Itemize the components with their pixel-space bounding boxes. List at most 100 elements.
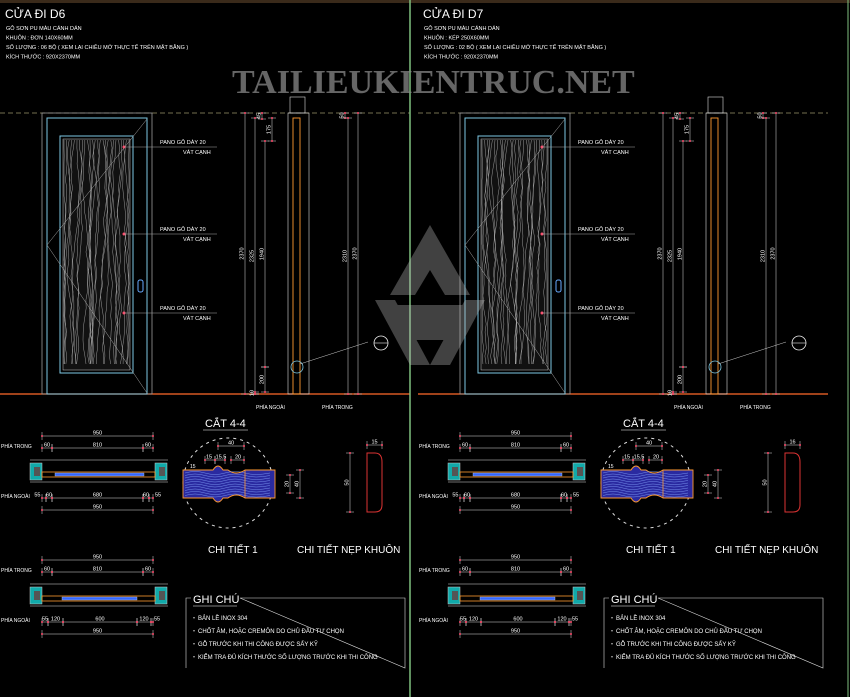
dimension-label: 40 xyxy=(713,481,719,487)
wood-grain xyxy=(494,139,504,365)
top-band xyxy=(0,0,850,3)
dimension-marker xyxy=(381,444,383,446)
dimension-marker xyxy=(244,393,246,395)
pano-sublabel: VÁT CẠNH xyxy=(601,315,629,322)
dimension-marker xyxy=(254,391,256,393)
dimension-label: 950 xyxy=(93,629,102,635)
dimension-label: 10 xyxy=(250,390,256,396)
dimension-marker xyxy=(217,445,219,447)
section-title: CẮT 4-4 xyxy=(623,417,664,430)
frame-trim-label: CHI TIẾT NẸP KHUÔN xyxy=(297,543,400,556)
dimension-marker xyxy=(244,112,246,114)
dimension-marker xyxy=(459,559,461,561)
dimension-marker xyxy=(554,621,556,623)
dimension-label: 60 xyxy=(563,567,569,573)
door-leaf xyxy=(464,117,566,395)
dimension-marker xyxy=(261,112,263,114)
dimension-label: 45 xyxy=(675,113,681,119)
dimension-marker xyxy=(762,112,764,114)
dimension-label: 55 xyxy=(155,493,161,499)
dimension-label: 20 xyxy=(653,455,659,461)
door-panel-border xyxy=(59,135,134,374)
wood-grain xyxy=(518,140,525,365)
pano-label: PANO GỖ DÀY 20 xyxy=(160,226,206,233)
dimension-marker xyxy=(570,447,572,449)
dimension-marker xyxy=(230,459,232,461)
dimension-label: 200 xyxy=(260,375,266,384)
dimension-marker xyxy=(357,112,359,114)
dimension-label: 120 xyxy=(139,617,148,623)
note-bullet-icon xyxy=(611,617,613,619)
door-leaf-plan xyxy=(41,471,156,478)
dimension-marker xyxy=(662,112,664,114)
note-item: BẢN LỀ INOX 304 xyxy=(198,615,248,622)
dimension-marker xyxy=(152,509,154,511)
dimension-marker xyxy=(62,621,64,623)
jamb-hatch xyxy=(577,591,583,600)
dimension-label: 2310 xyxy=(761,250,767,262)
pano-label: PANO GỖ DÀY 20 xyxy=(160,305,206,312)
dimension-label: 15 xyxy=(608,464,614,470)
wood-grain xyxy=(122,140,130,365)
wood-grain xyxy=(500,139,510,364)
notes-border xyxy=(603,597,824,669)
dimension-marker xyxy=(264,366,266,368)
dimension-marker xyxy=(469,497,471,499)
dimension-label: 60 xyxy=(44,567,50,573)
dimension-label: 120 xyxy=(557,617,566,623)
wood-grain xyxy=(520,139,530,364)
dimension-marker xyxy=(707,492,709,494)
spec-line: GỖ SƠN PU MÀU CÁNH DÁN xyxy=(6,25,82,32)
dimension-label: 120 xyxy=(469,617,478,623)
wood-grain xyxy=(530,139,536,365)
dimension-marker xyxy=(767,511,769,513)
wood-hatch xyxy=(602,478,689,483)
dimension-label: 60 xyxy=(143,493,149,499)
wood-hatch xyxy=(184,478,271,483)
wood-grain xyxy=(87,139,93,365)
lintel-block xyxy=(707,96,724,114)
jamb-hatch xyxy=(452,467,458,476)
outside-label: PHÍA NGOÀI xyxy=(674,404,703,411)
wood-hatch xyxy=(184,491,271,495)
wood-grain xyxy=(90,139,99,365)
wood-grain xyxy=(491,139,500,365)
dimension-marker xyxy=(682,140,684,142)
dimension-marker xyxy=(347,117,349,119)
dimension-marker xyxy=(767,452,769,454)
note-item: KIỂM TRA ĐỦ KÍCH THƯỚC SỐ LƯỢNG TRƯỚC KH… xyxy=(198,654,378,661)
detail-callout-marker xyxy=(290,360,304,374)
dimension-marker xyxy=(465,621,467,623)
dimension-marker xyxy=(642,459,644,461)
dimension-label: 16 xyxy=(789,440,795,446)
pano-sublabel: VÁT CẠNH xyxy=(601,149,629,156)
dimension-label: 55 xyxy=(34,493,40,499)
dimension-label: 15 xyxy=(190,464,196,470)
spec-line: SỐ LƯỢNG : 02 BỘ ( XEM LẠI CHIỀU MỞ THỰC… xyxy=(424,43,606,51)
wood-grain xyxy=(109,139,119,365)
dimension-marker xyxy=(765,117,767,119)
dimension-marker xyxy=(682,366,684,368)
dimension-marker xyxy=(344,112,346,114)
wood-hatch xyxy=(602,493,689,498)
wood-profile xyxy=(600,465,694,503)
spec-line: SỐ LƯỢNG : 06 BỘ ( XEM LẠI CHIỀU MỞ THỰC… xyxy=(6,43,188,51)
dimension-label: 60 xyxy=(145,567,151,573)
dimension-marker xyxy=(150,621,152,623)
dimension-marker xyxy=(682,391,684,393)
dimension-label: 120 xyxy=(51,617,60,623)
dimension-marker xyxy=(469,447,471,449)
dimension-label: 20 xyxy=(703,481,709,487)
wood-hatch xyxy=(184,481,271,485)
dimension-label: 600 xyxy=(513,617,522,623)
note-bullet-icon xyxy=(193,617,195,619)
wood-grain xyxy=(541,139,548,365)
dimension-marker xyxy=(41,497,43,499)
dimension-marker xyxy=(632,459,634,461)
dimension-marker xyxy=(570,621,572,623)
dimension-marker xyxy=(152,633,154,635)
dimension-marker xyxy=(349,511,351,513)
